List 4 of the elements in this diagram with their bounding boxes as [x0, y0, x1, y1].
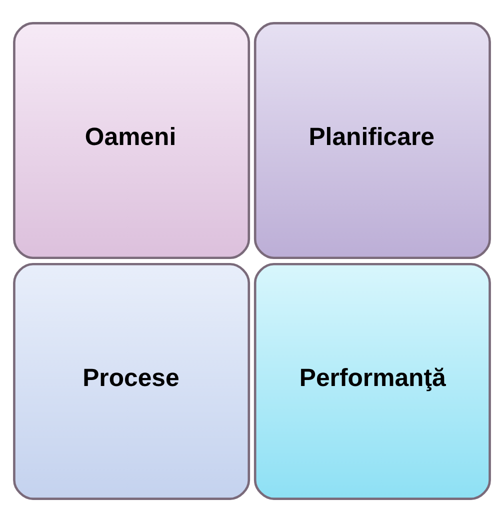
node-box: Procese	[13, 262, 250, 500]
node-box: Oameni	[13, 22, 250, 259]
node-box: Performanţă	[254, 262, 491, 500]
node-box: Planificare	[254, 22, 491, 259]
